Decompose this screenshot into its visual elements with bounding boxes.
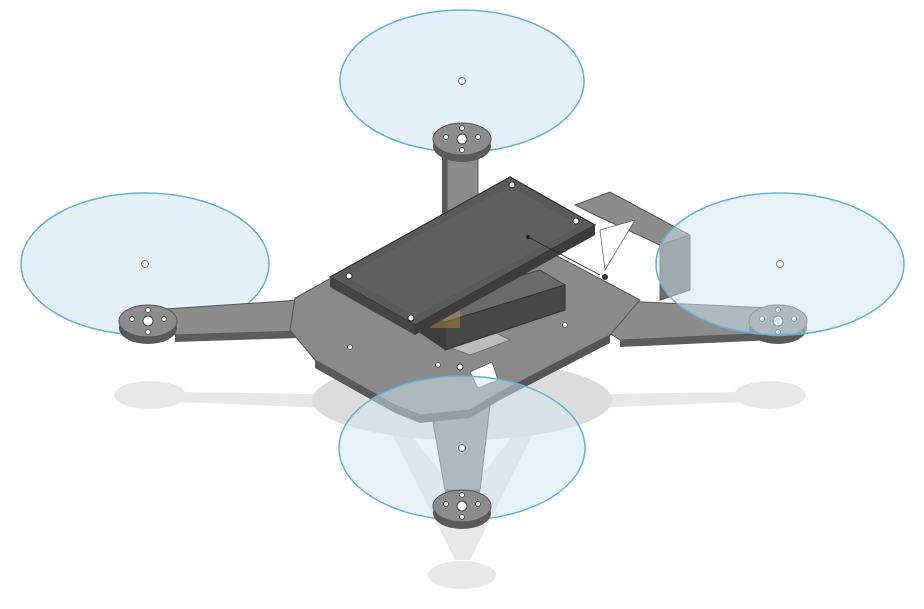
flight-controller-board[interactable] xyxy=(328,176,601,335)
shadow-left-motor xyxy=(114,381,186,409)
propeller-right-hub xyxy=(776,260,784,268)
motor-mount-back[interactable] xyxy=(432,489,492,529)
motor-mount-left[interactable] xyxy=(118,304,178,344)
propeller-left-hub xyxy=(141,260,149,268)
propeller-back-hub xyxy=(458,444,466,452)
shadow-right-motor xyxy=(734,381,806,409)
motor-mount-front[interactable] xyxy=(432,122,492,162)
propeller-right[interactable] xyxy=(655,192,905,336)
propeller-front-hub xyxy=(458,77,466,85)
shadow-back-motor xyxy=(428,561,496,589)
